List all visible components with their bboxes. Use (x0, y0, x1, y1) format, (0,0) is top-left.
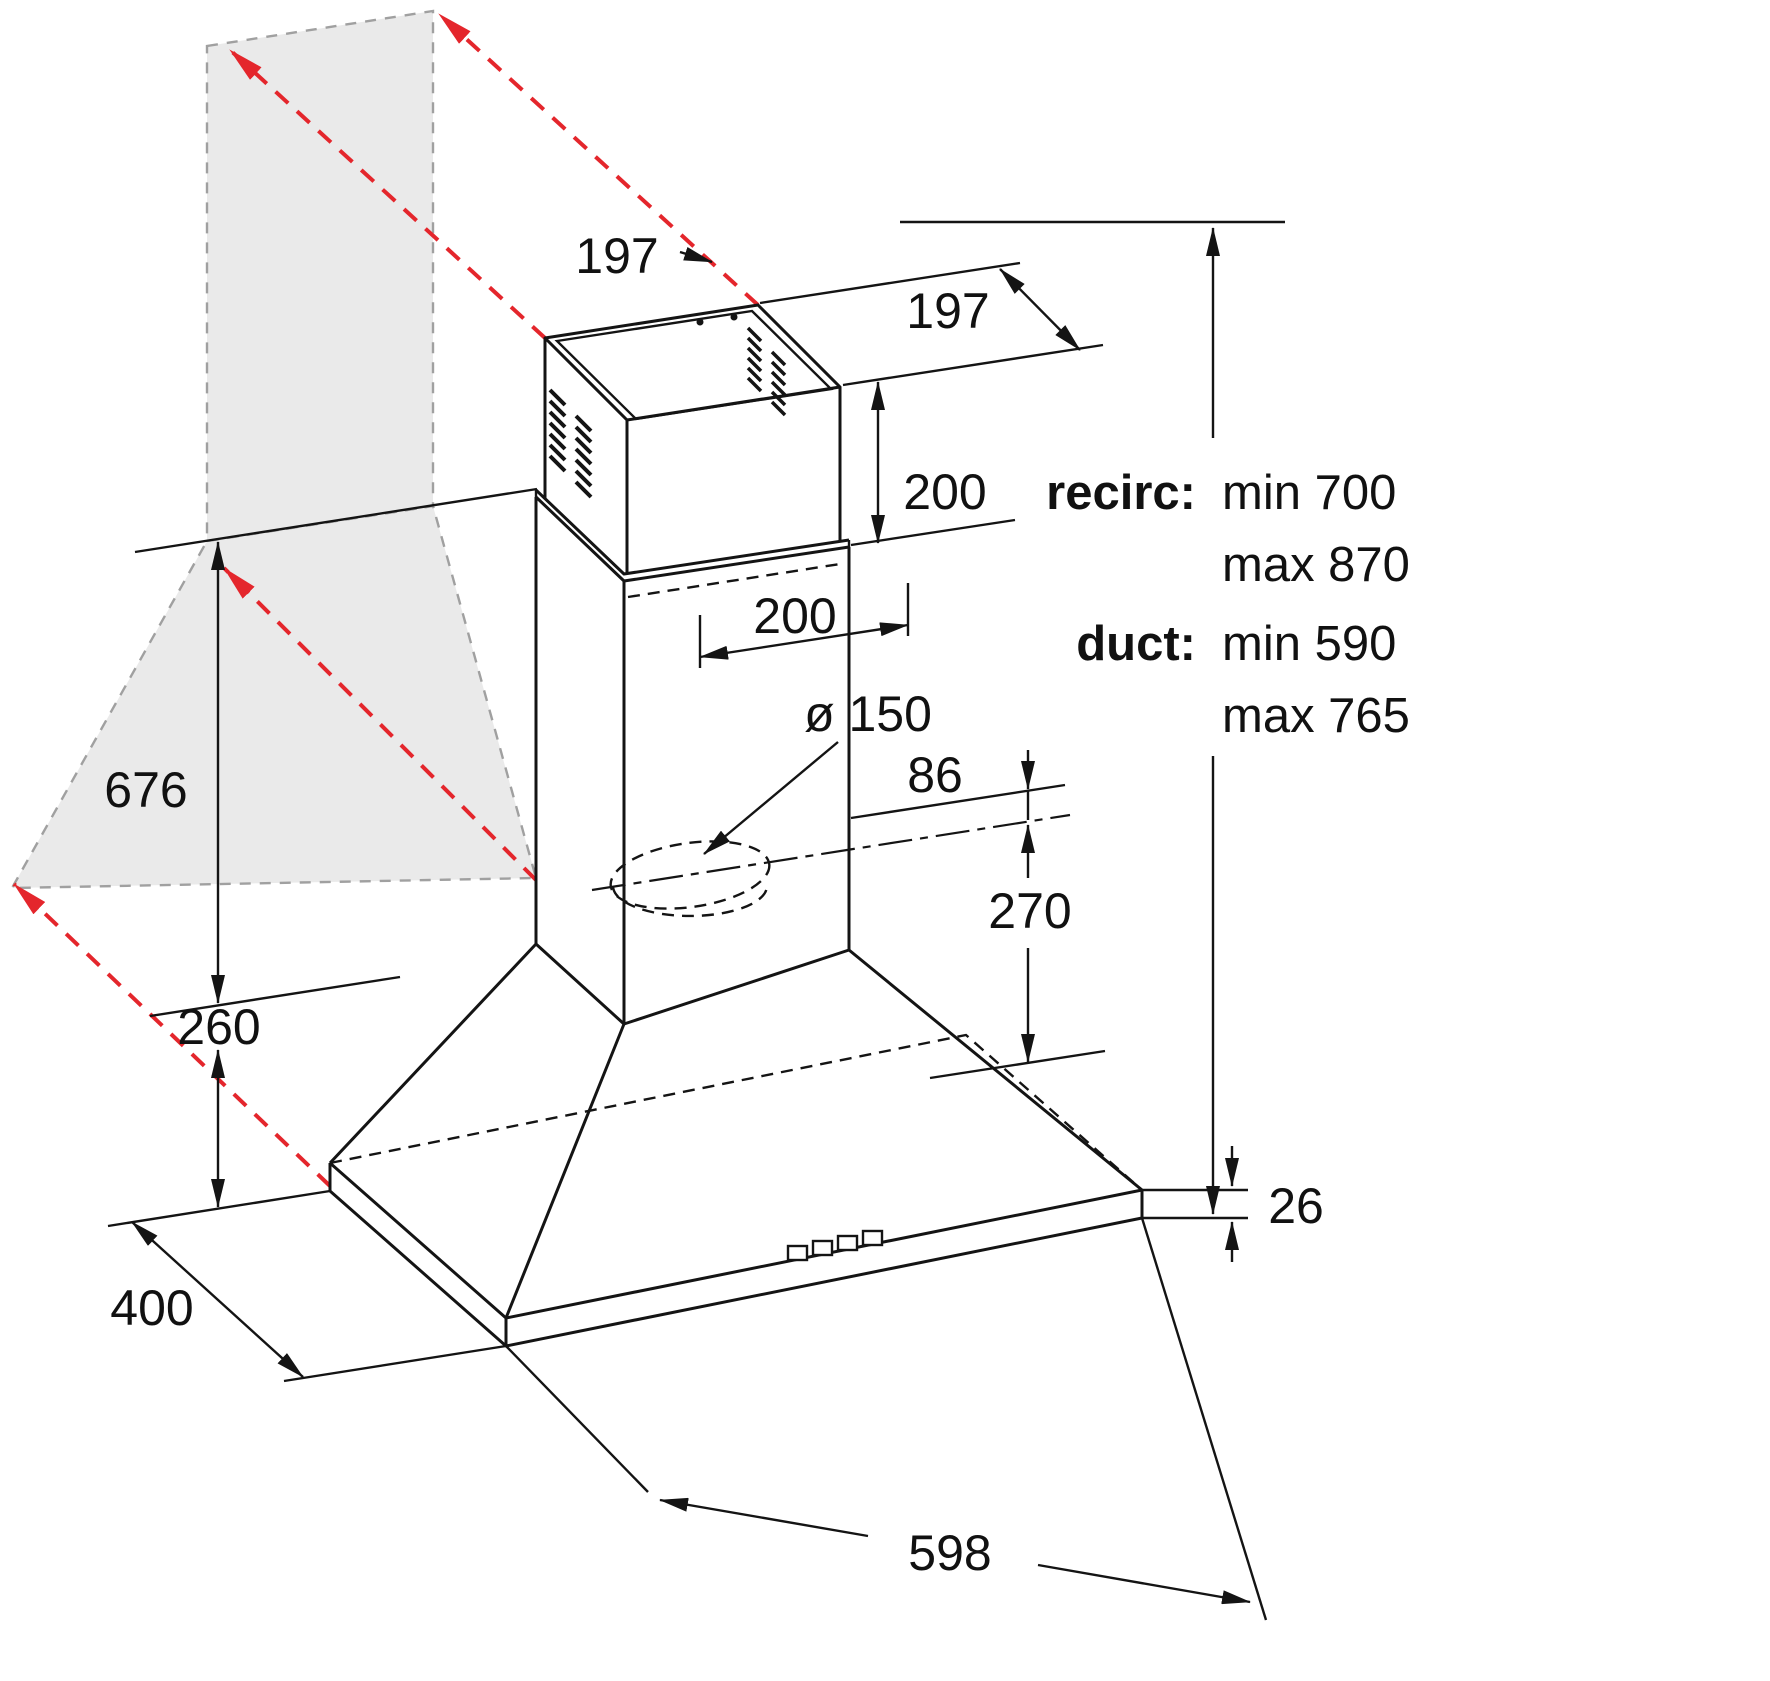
recirc-label: recirc: (1046, 466, 1196, 520)
dim-label-260: 260 (177, 999, 260, 1055)
height-notes: recirc: min 700 max 870 duct: min 590 ma… (1046, 466, 1410, 743)
dim-hood-depth: 400 (107, 1189, 507, 1383)
duct-collar-arc (611, 885, 769, 918)
control-button (786, 1244, 809, 1262)
vent-louvres-left (548, 388, 593, 499)
canopy-top-edges (534, 942, 850, 1026)
dim-chimney-top-side: 197 (759, 261, 1104, 387)
screw-hole (730, 313, 738, 321)
sleeve-rim-top (534, 488, 850, 576)
dim-base-thickness: 26 (1142, 1146, 1324, 1262)
extension-line (107, 1189, 331, 1228)
dimension-line (131, 1221, 304, 1378)
duct-label: duct: (1076, 617, 1196, 671)
canopy-base-rim (329, 1161, 1143, 1320)
extension-line (842, 343, 1104, 387)
chimney-top-rim-inner (554, 309, 834, 421)
control-button (836, 1234, 859, 1252)
dimension-line (999, 268, 1081, 351)
dim-label-200-width: 200 (753, 588, 836, 644)
outlet-center-line (591, 813, 1071, 892)
chimney-top-rim-outer (543, 303, 842, 422)
dimension-line (1037, 1563, 1251, 1605)
control-button (811, 1239, 834, 1257)
control-button (861, 1229, 884, 1247)
dim-duct-width: 200 (698, 583, 910, 668)
dim-label-86: 86 (907, 747, 963, 803)
extension-line (759, 261, 1021, 305)
dim-label-200-height: 200 (903, 464, 986, 520)
screw-hole (696, 318, 704, 326)
wall-shade (9, 9, 538, 890)
extension-line (283, 1344, 507, 1383)
vent-louvres-inner (746, 326, 787, 417)
extension-line (149, 975, 401, 1018)
dim-label-dia-150: ø 150 (804, 686, 932, 742)
dimension-line (699, 622, 909, 660)
projection-arrow-top-left (228, 48, 547, 340)
duct-max-value: max 765 (1222, 689, 1410, 743)
base-hidden-rim (329, 1033, 1143, 1191)
canopy-slope-edges (328, 942, 1143, 1319)
dim-label-197-top: 197 (575, 228, 658, 284)
dim-hood-width: 598 (505, 1217, 1268, 1621)
arrow-line (679, 246, 713, 264)
control-buttons (786, 1229, 884, 1262)
base-slab-edges (328, 1163, 1144, 1346)
recirc-min-value: min 700 (1222, 466, 1396, 520)
sleeve-edges (534, 497, 851, 1024)
dim-label-676: 676 (104, 762, 187, 818)
dimension-line (659, 1497, 869, 1538)
duct-min-value: min 590 (1222, 617, 1396, 671)
extension-line (850, 783, 1066, 820)
extension-line (929, 1049, 1106, 1080)
canopy-projection-shade (12, 506, 536, 888)
dim-wall-band-height: 676 (104, 487, 538, 1018)
dim-outlet-diameter: ø 150 (703, 686, 932, 855)
dim-label-197-right: 197 (906, 283, 989, 339)
leader-line (703, 741, 839, 855)
sleeve-rim-ticks (534, 490, 851, 547)
dim-label-400: 400 (110, 1280, 193, 1336)
extension-line (505, 1345, 649, 1493)
dim-chimney-top-depth: 197 (575, 228, 713, 284)
extension-line (134, 487, 538, 554)
dim-outlet-center-offset: 86 (850, 747, 1066, 820)
dim-label-598: 598 (908, 1525, 991, 1581)
dim-chimney-lower-height: 270 (929, 824, 1106, 1080)
projection-arrow-bottom-left (12, 882, 332, 1188)
dim-total-height (900, 220, 1285, 1215)
wall-band-shade (207, 11, 433, 541)
extension-line (1140, 1217, 1268, 1621)
upper-chimney-edges (543, 338, 842, 574)
dimensions: 676 260 400 598 26 (104, 220, 1324, 1621)
dim-label-270: 270 (988, 883, 1071, 939)
dim-canopy-height: 260 (177, 999, 261, 1208)
extension-line (850, 518, 1016, 547)
hidden-lines (329, 562, 1143, 1191)
sleeve-rim-bottom (534, 495, 850, 583)
dim-upper-section-height: 200 (850, 381, 1016, 547)
projection-arrow-mid-left (222, 566, 538, 882)
recirc-max-value: max 870 (1222, 538, 1410, 592)
dim-label-26: 26 (1268, 1178, 1324, 1234)
inner-duct-edge (627, 562, 841, 599)
